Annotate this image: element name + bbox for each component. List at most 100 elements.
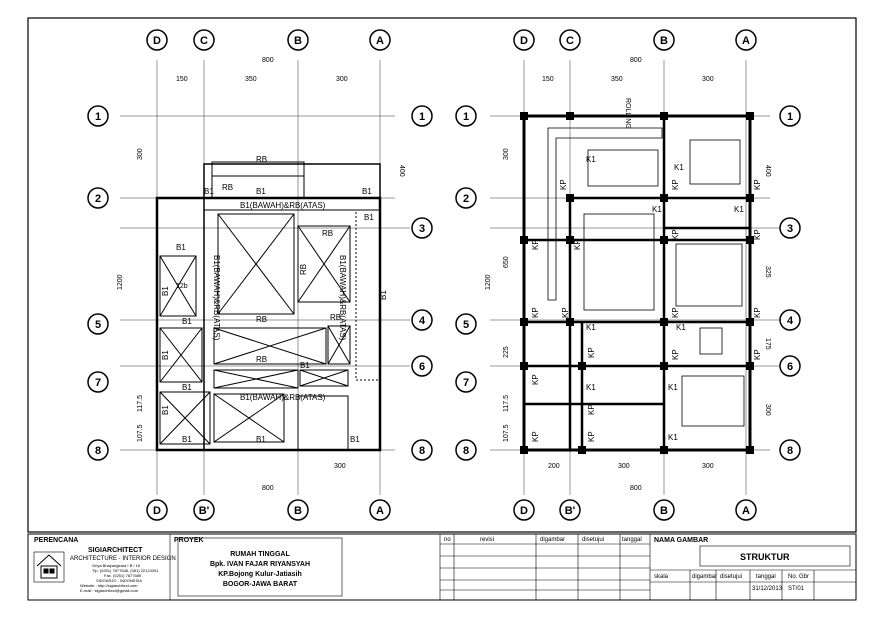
beam-label: B1 [161, 286, 170, 296]
grid-bubble-label: 1 [787, 111, 793, 123]
beam-label: B1 [182, 383, 192, 392]
beam-label: B1(BAWAH)&RB(ATAS) [212, 255, 221, 341]
grid-bubble [369, 499, 391, 521]
dim: 800 [630, 57, 642, 64]
grid-bubble [287, 499, 309, 521]
column-label: KP [531, 431, 540, 442]
dim: 150 [542, 76, 554, 83]
grid-bubble [653, 499, 675, 521]
column-label: KP [587, 431, 596, 442]
column-label: KP [559, 179, 568, 190]
beam-label: B1 [161, 350, 170, 360]
beam-label: RB [322, 229, 333, 238]
column-label: KP [573, 239, 582, 250]
dim: 300 [503, 148, 510, 160]
perencana-label: PERENCANA [34, 537, 78, 544]
beam-label: RB [256, 315, 267, 324]
dim: 300 [764, 404, 771, 416]
beam-label: RB [299, 264, 308, 275]
grid-bubble [513, 499, 535, 521]
grid-bubble [287, 29, 309, 51]
dim: 800 [630, 485, 642, 492]
grid-bubble [411, 355, 433, 377]
dim: 1200 [485, 274, 492, 290]
grid-bubble [779, 105, 801, 127]
dim: 300 [336, 76, 348, 83]
grid-bubble-label: 8 [419, 445, 425, 457]
title-block-border [27, 533, 857, 601]
grid-bubble [735, 499, 757, 521]
info-value: 31/12/2013 [752, 586, 783, 592]
beam-label: B1(BAWAH)&RB(ATAS) [338, 255, 347, 341]
grid-bubble-label: 2 [95, 193, 101, 205]
project-line: KP.Bojong Kulur-Jatiasih [218, 571, 302, 578]
grid-bubble [411, 105, 433, 127]
rev-header: disetujui [582, 537, 604, 543]
grid-bubble-label: A [742, 35, 750, 47]
column-label: KP [671, 349, 680, 360]
firm-line: SIDOARJO - INDONESIA [96, 578, 142, 583]
column-label: KP [531, 374, 540, 385]
grid-bubble [559, 29, 581, 51]
dim: 225 [503, 346, 510, 358]
grid-bubble-label: B [660, 35, 668, 47]
grid-bubble [455, 105, 477, 127]
beam-label: B1 [182, 317, 192, 326]
grid-bubble [779, 217, 801, 239]
grid-bubble-label: D [520, 35, 528, 47]
grid-bubble-label: 6 [419, 361, 425, 373]
grid-bubble [87, 439, 109, 461]
grid-bubble-label: 5 [463, 319, 469, 331]
grid-bubble [779, 355, 801, 377]
grid-bubble-label: 7 [95, 377, 101, 389]
dim: 150 [176, 76, 188, 83]
grid-bubble-label: 8 [787, 445, 793, 457]
grid-bubble [513, 29, 535, 51]
column-label: KP [753, 349, 762, 360]
dim: 107.5 [137, 424, 144, 442]
nama-gambar-label: NAMA GAMBAR [654, 537, 708, 544]
dim: 800 [262, 485, 274, 492]
dim: 350 [611, 76, 623, 83]
beam-label: B1 [204, 187, 214, 196]
grid-bubble [779, 439, 801, 461]
beam-label: RB [256, 155, 267, 164]
dim: 800 [262, 57, 274, 64]
column-label: K1 [586, 383, 596, 392]
grid-bubble-label: 1 [419, 111, 425, 123]
firm-line: E-mail : sigiarchitect@gmail.com [80, 588, 139, 593]
nama-gambar: STRUKTUR [740, 552, 790, 562]
grid-bubble [779, 309, 801, 331]
grid-bubble-label: B [294, 35, 302, 47]
logo-icon [36, 554, 62, 579]
beam-label: B1 [161, 405, 170, 415]
beam-label: B1 [256, 187, 266, 196]
beam-label: B1 [379, 290, 388, 300]
left-plan: RB RB B1 B1 B1 B1(BAWAH)&RB(ATAS) RB B1 … [117, 57, 410, 495]
small-note: 12b [176, 283, 188, 290]
grid-bubble [369, 29, 391, 51]
grid-bubble-label: A [742, 505, 750, 517]
grid-bubble-label: C [200, 35, 208, 47]
column-label: K1 [652, 205, 662, 214]
info-header: digambar [692, 574, 717, 580]
grid-bubble [193, 29, 215, 51]
grid-bubble [87, 187, 109, 209]
column-label: K1 [734, 205, 744, 214]
grid-bubble-label: A [376, 35, 384, 47]
grid-bubble-label: 1 [463, 111, 469, 123]
firm-name: SIGIARCHITECT [88, 547, 143, 554]
beam-label: B1 [256, 435, 266, 444]
grid-bubble-label: A [376, 505, 384, 517]
grid-bubble-label: 8 [463, 445, 469, 457]
column-label: KP [671, 229, 680, 240]
grid-bubble-label: C [566, 35, 574, 47]
column-label: KP [753, 229, 762, 240]
column-label: K1 [586, 155, 596, 164]
column-label: KP [531, 307, 540, 318]
info-header: tanggal [756, 574, 776, 580]
grid-bubble [411, 217, 433, 239]
grid-bubble [87, 371, 109, 393]
